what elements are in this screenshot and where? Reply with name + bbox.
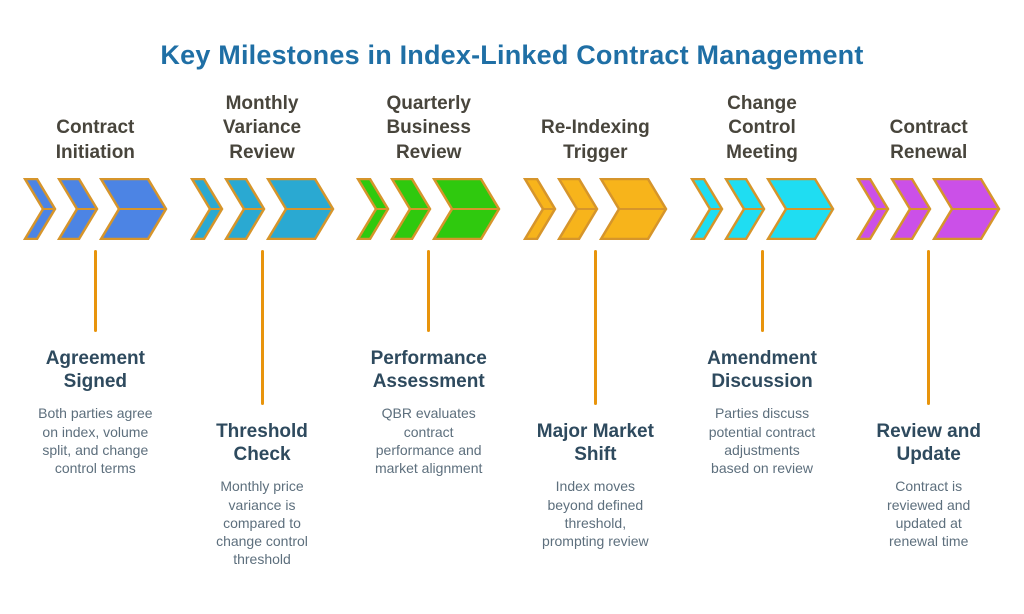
connector-line — [593, 250, 597, 405]
chevron-group — [689, 178, 834, 240]
milestone-label: Quarterly Business Review — [386, 93, 471, 163]
milestone-subheading: Amendment Discussion — [707, 348, 817, 393]
milestone-description: Monthly price variance is compared to ch… — [216, 478, 308, 568]
milestone-subheading: Performance Assessment — [370, 348, 487, 393]
milestone-column-monthly-variance-review: Monthly Variance Review Threshold Check … — [179, 89, 346, 568]
connector-line — [93, 250, 97, 332]
milestone-description: Index moves beyond defined threshold, pr… — [542, 478, 649, 549]
triple-chevron-right-icon — [522, 178, 668, 240]
connector-line — [427, 250, 431, 332]
milestone-subheading: Threshold Check — [216, 421, 308, 466]
connector-line — [260, 250, 264, 405]
milestone-column-contract-initiation: Contract Initiation Agreement Signed Bot… — [12, 89, 179, 568]
milestone-subheading: Agreement Signed — [45, 348, 145, 393]
milestone-description: Parties discuss potential contract adjus… — [708, 405, 816, 476]
triple-chevron-right-icon — [856, 178, 1001, 240]
milestone-label: Re-Indexing Trigger — [540, 117, 650, 163]
triple-chevron-right-icon — [22, 178, 168, 240]
milestone-label: Monthly Variance Review — [222, 93, 302, 163]
chevron-group — [356, 178, 501, 240]
milestone-label: Contract Initiation — [55, 117, 135, 163]
milestone-description: QBR evaluates contract performance and m… — [374, 405, 483, 476]
milestone-column-quarterly-business-review: Quarterly Business Review Performance As… — [345, 89, 512, 568]
milestone-description: Both parties agree on index, volume spli… — [38, 405, 153, 476]
chevron-group — [522, 178, 668, 240]
milestone-column-change-control-meeting: Change Control Meeting Amendment Discuss… — [679, 89, 846, 568]
chevron-group — [22, 178, 168, 240]
chevron-group — [856, 178, 1001, 240]
connector-line — [927, 250, 931, 405]
connector-line — [760, 250, 764, 332]
milestone-label: Contract Renewal — [889, 117, 968, 163]
milestone-subheading: Review and Update — [876, 421, 981, 466]
milestone-subheading: Major Market Shift — [536, 421, 654, 466]
chevron-group — [189, 178, 334, 240]
milestone-label: Change Control Meeting — [726, 93, 798, 163]
milestone-column-re-indexing-trigger: Re-Indexing Trigger Major Market Shift I… — [512, 89, 679, 568]
triple-chevron-right-icon — [356, 178, 501, 240]
page-title: Key Milestones in Index-Linked Contract … — [160, 40, 864, 70]
milestone-column-contract-renewal: Contract Renewal Review and Update Contr… — [845, 89, 1012, 568]
triple-chevron-right-icon — [189, 178, 334, 240]
triple-chevron-right-icon — [689, 178, 834, 240]
milestones-row: Contract Initiation Agreement Signed Bot… — [0, 89, 1024, 568]
milestone-description: Contract is reviewed and updated at rene… — [887, 478, 971, 549]
